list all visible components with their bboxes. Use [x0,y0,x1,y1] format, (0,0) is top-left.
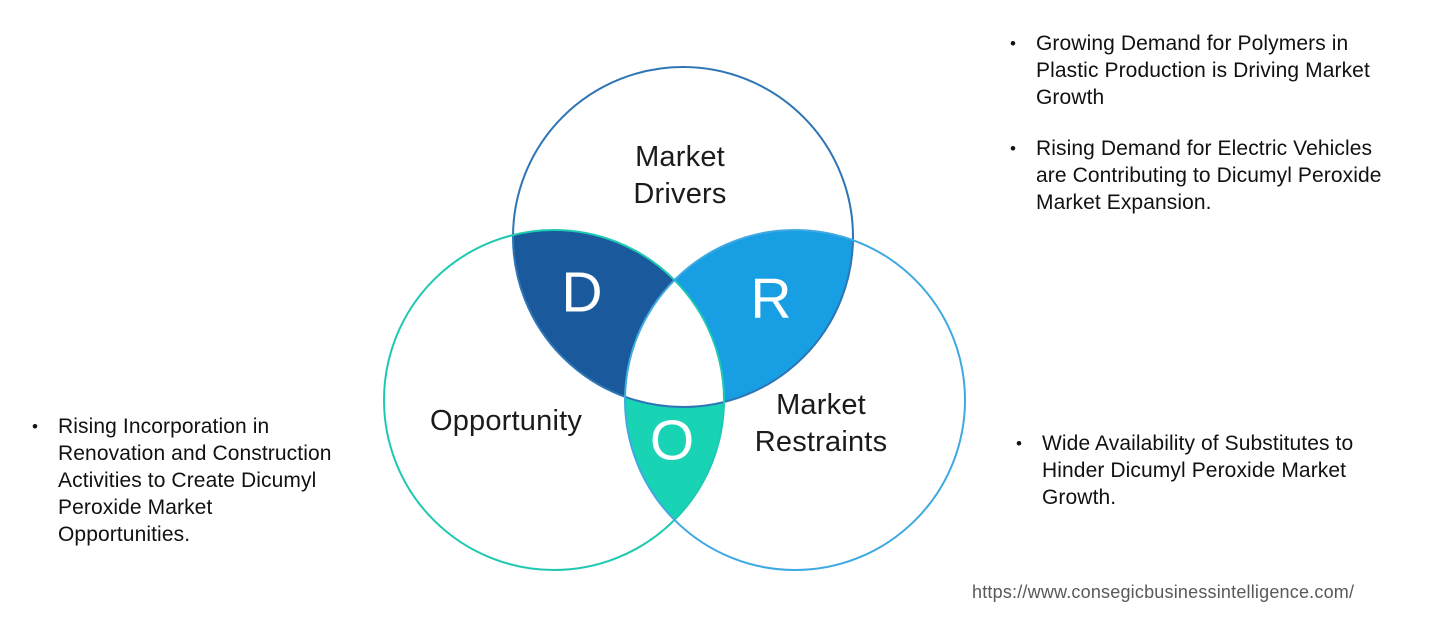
r-intersection-letter: R [750,266,792,331]
o-intersection-letter: O [649,408,695,473]
restraints-circle-label: Market Restraints [754,389,888,458]
bullet-icon: • [1016,434,1022,453]
drivers-circle [512,66,854,408]
d-intersection-letter: D [561,260,603,325]
restraints-callout-list: • Wide Availability of Substitutes to Hi… [1014,430,1434,511]
restraint-bullet-text: Wide Availability of Substitutes to Hind… [1042,432,1354,509]
bullet-icon: • [1010,34,1016,53]
bullet-icon: • [32,417,38,436]
opportunity-callout-list: • Rising Incorporation in Renovation and… [30,413,390,548]
opportunity-bullet-text: Rising Incorporation in Renovation and C… [58,415,332,546]
drivers-callout-list: • Growing Demand for Polymers in Plastic… [1008,30,1428,216]
bullet-icon: • [1010,139,1016,158]
source-url: https://www.consegicbusinessintelligence… [972,582,1355,602]
list-item: • Rising Demand for Electric Vehicles ar… [1008,135,1428,216]
restraints-circle [624,229,966,571]
drivers-circle-label: Market Drivers [633,141,727,210]
list-item: • Growing Demand for Polymers in Plastic… [1008,30,1428,111]
driver-bullet-text: Rising Demand for Electric Vehicles are … [1036,137,1382,214]
list-item: • Rising Incorporation in Renovation and… [30,413,390,548]
list-item: • Wide Availability of Substitutes to Hi… [1014,430,1434,511]
opportunity-circle [383,229,725,571]
driver-bullet-text: Growing Demand for Polymers in Plastic P… [1036,32,1370,109]
opportunity-circle-label: Opportunity [429,405,583,437]
